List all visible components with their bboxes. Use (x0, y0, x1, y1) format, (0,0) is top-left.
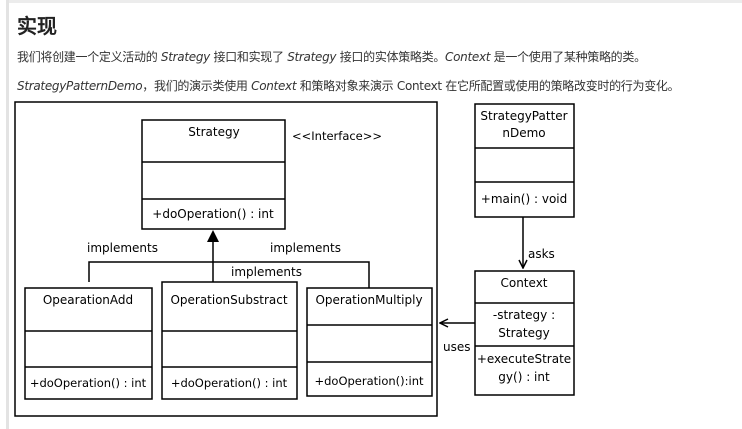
context-attr-line2: Strategy (498, 326, 549, 340)
context-attr-line1: -strategy : (493, 308, 555, 322)
strategy-class: Strategy +doOperation() : int (141, 119, 286, 230)
asks-label: asks (528, 247, 555, 261)
implements-arrowhead (207, 230, 219, 242)
context-method-line2: gy() : int (498, 370, 550, 384)
strategy-method: +doOperation() : int (152, 207, 274, 221)
p1-text-3: 接口的实体策略类。 (336, 50, 446, 64)
p1-strategy-2: Strategy (287, 50, 337, 64)
operation-add-method: +doOperation() : int (30, 376, 147, 390)
uses-label: uses (443, 340, 471, 354)
p2-context: Context (251, 79, 297, 93)
interface-stereotype: <<Interface>> (292, 129, 382, 143)
strategy-class-name: Strategy (188, 125, 239, 139)
operation-subtract-method: +doOperation() : int (171, 376, 288, 390)
operation-add-name: OpearationAdd (43, 293, 133, 307)
description-paragraph-1: 我们将创建一个定义活动的 Strategy 接口和实现了 Strategy 接口… (17, 48, 646, 65)
p1-text-2: 接口和实现了 (209, 50, 288, 64)
demo-name-line1: StrategyPatter (480, 109, 567, 123)
p2-demo-class: StrategyPatternDemo (17, 79, 143, 93)
p1-text-4: 是一个使用了某种策略的类。 (490, 50, 646, 64)
operation-multiply-class: OperationMultiply +doOperation():int (306, 287, 433, 397)
top-border (9, 0, 742, 3)
demo-name-line2: nDemo (502, 126, 545, 140)
implements-label-left: implements (87, 241, 158, 255)
p1-text-1: 我们将创建一个定义活动的 (17, 50, 161, 64)
demo-method: +main() : void (481, 192, 567, 206)
p2-text-2: 和策略对象来演示 Context 在它所配置或使用的策略改变时的行为变化。 (296, 79, 680, 93)
p2-text-1: ，我们的演示类使用 (142, 79, 252, 93)
implements-label-middle: implements (231, 265, 302, 279)
context-method-line1: +executeStrate (477, 352, 571, 366)
strategy-pattern-demo-class: StrategyPatter nDemo +main() : void (474, 103, 575, 218)
operation-multiply-method: +doOperation():int (314, 374, 424, 388)
operation-add-class: OpearationAdd +doOperation() : int (24, 287, 153, 400)
p1-context: Context (445, 50, 491, 64)
description-paragraph-2: StrategyPatternDemo，我们的演示类使用 Context 和策略… (17, 77, 680, 94)
context-class: Context -strategy : Strategy +executeStr… (474, 270, 575, 396)
context-name: Context (500, 276, 547, 290)
operation-multiply-name: OperationMultiply (315, 293, 422, 307)
operation-subtract-name: OperationSubstract (170, 293, 287, 307)
left-border (6, 0, 9, 429)
diagram-frame (14, 101, 438, 417)
implements-label-right: implements (270, 241, 341, 255)
operation-subtract-class: OperationSubstract +doOperation() : int (161, 281, 298, 400)
section-heading: 实现 (17, 14, 57, 38)
p1-strategy-1: Strategy (160, 50, 210, 64)
